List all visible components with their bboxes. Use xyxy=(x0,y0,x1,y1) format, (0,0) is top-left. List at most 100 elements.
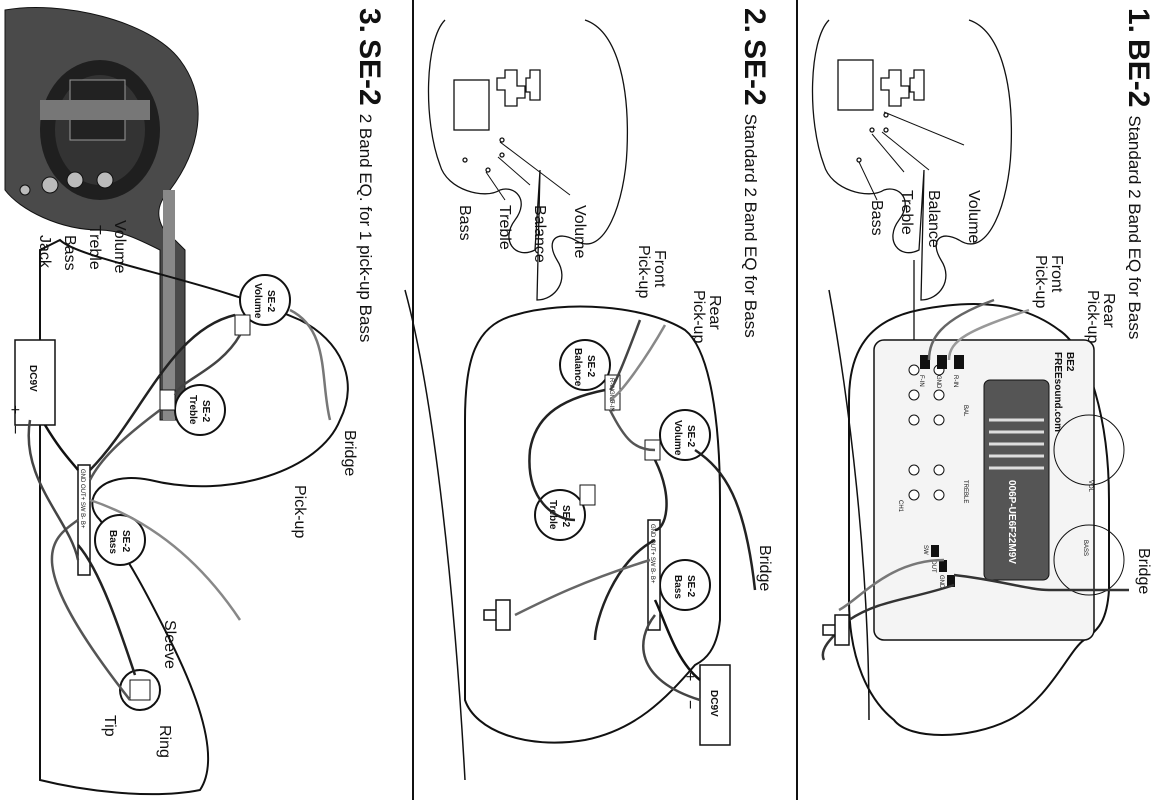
panel3-bridge-label: Bridge xyxy=(341,430,358,476)
panel3-pot-volume-line1: SE-2 xyxy=(265,290,276,313)
panel2-pot-balance-line2: Balance xyxy=(572,348,583,387)
panel2-battery-label: DC9V xyxy=(708,690,719,717)
panel3-pot-treble-line2: Treble xyxy=(187,395,198,425)
panel2-pot-bass-line2: Bass xyxy=(672,575,683,599)
photo-jack-label: Jack xyxy=(36,235,53,269)
panel1-number: 1. xyxy=(1122,8,1155,33)
panel2-battery xyxy=(699,664,731,746)
panel1-model: BE-2 xyxy=(1122,39,1155,107)
panel2-module-pins: GND OUT+ SW B- B+ xyxy=(649,524,655,584)
panel3-pickup-label: Pick-up xyxy=(291,485,308,538)
panel3-pot-bass: SE-2 Bass xyxy=(94,514,146,566)
panel-se2-standard: 2.SE-2Standard 2 Band EQ for Bass Volume… xyxy=(404,8,773,781)
panel2-pot-balance-line1: SE-2 xyxy=(585,355,596,378)
panel1-battery xyxy=(983,379,1050,581)
panel2-pot-treble-line2: Treble xyxy=(547,500,558,530)
panel2-pot-bass-line1: SE-2 xyxy=(685,575,696,598)
photo-volume-label: Volume xyxy=(111,220,128,273)
panel2-pot-volume-line1: SE-2 xyxy=(685,425,696,448)
panel1-rear-pickup-line1: Rear xyxy=(1100,293,1117,328)
panel2-model: SE-2 xyxy=(738,39,771,106)
panel2-bass-label: Bass xyxy=(456,205,473,241)
pad-label-ch1: CH1 xyxy=(897,500,903,513)
panel1-board-name: BE2 xyxy=(1064,352,1075,372)
bass-body-sketch xyxy=(427,19,629,301)
panel3-battery-minus: − xyxy=(6,425,23,434)
panel2-treble-label: Treble xyxy=(496,205,513,250)
panel3-pot-treble: SE-2 Treble xyxy=(159,384,226,436)
panel2-front-pickup-line1: Front xyxy=(651,250,668,288)
panel3-battery xyxy=(14,339,56,426)
pad-label-out: OUT xyxy=(930,560,936,573)
panel2-battery-plus: + xyxy=(681,672,698,681)
panel1-bridge-label: Bridge xyxy=(1135,548,1152,594)
panel3-pot-treble-line1: SE-2 xyxy=(200,400,211,423)
photo-bass-label: Bass xyxy=(61,235,78,271)
panel2-front-pickup-line2: Pick-up xyxy=(635,245,652,298)
pad-label-f-in: F-IN xyxy=(918,375,924,387)
panel2-subtitle: Standard 2 Band EQ for Bass xyxy=(741,114,760,338)
pad-label-gnd2: GND xyxy=(938,575,944,589)
panel3-pot-bass-line1: SE-2 xyxy=(120,530,131,553)
panel2-rear-pickup-line1: Rear xyxy=(706,295,723,330)
photo-treble-label: Treble xyxy=(86,225,103,270)
panel1-jack xyxy=(822,614,850,646)
panel1-battery-label: 006P-UE6F22M9V xyxy=(1006,480,1017,564)
panel1-front-pickup-label: FrontPick-up xyxy=(1032,255,1065,308)
pad-label-bal: BAL xyxy=(962,405,968,417)
panel1-front-pickup-line2: Pick-up xyxy=(1032,255,1049,308)
panel3-jack xyxy=(119,669,161,711)
panel2-front-pickup-label: FrontPick-up xyxy=(635,245,668,298)
panel1-bass-label: Bass xyxy=(868,200,885,236)
panel2-rear-pickup-label: RearPick-up xyxy=(690,290,723,343)
panel2-pot-treble: SE-2 Treble xyxy=(534,484,596,541)
panel2-jack xyxy=(483,599,511,631)
panel3-number: 3. xyxy=(353,8,386,33)
pad-label-bass: BASS xyxy=(1082,540,1088,556)
panel3-battery-label: DC9V xyxy=(27,365,38,392)
svg-text:1.BE-2Standard 2 Band EQ for B: 1.BE-2Standard 2 Band EQ for Bass xyxy=(1122,8,1155,339)
panel2-number: 2. xyxy=(738,8,771,33)
panel3-pot-volume-line2: Volume xyxy=(252,283,263,319)
panel2-pot-balance: SE-2 Balance R-IN GND F-IN xyxy=(559,339,621,412)
bass-photo xyxy=(4,7,199,421)
panel3-pickguard xyxy=(39,238,349,796)
panel2-cavity xyxy=(464,305,721,744)
panel2-pot-bass: SE-2 Bass xyxy=(659,559,711,611)
panel1-front-pickup-line1: Front xyxy=(1048,255,1065,293)
panel3-module-pins: GND OUT+ SW B- B+ xyxy=(79,469,85,529)
panel2-pot-treble-line1: SE-2 xyxy=(560,505,571,528)
pad-label-treble: TREBLE xyxy=(962,480,968,503)
panel2-volume-label: Volume xyxy=(571,205,588,258)
panel2-pot-volume-line2: Volume xyxy=(672,420,683,456)
panel3-pot-bass-line2: Bass xyxy=(107,530,118,554)
panel1-rear-pickup-label: RearPick-up xyxy=(1084,290,1117,343)
pad-label-r-in: R-IN xyxy=(952,375,958,387)
panel1-treble-label: Treble xyxy=(898,190,915,235)
panel-se2-single: 3. SE-2 2 Band EQ. for 1 pick-up Bass Volu… xyxy=(4,7,386,796)
panel1-rear-pickup-line2: Pick-up xyxy=(1084,290,1101,343)
bass-body-sketch xyxy=(811,19,1013,390)
panel2-balance-label: Balance xyxy=(531,205,548,263)
svg-text:3.SE-22 Band EQ. for 1 pick-up: 3. SE-2 2 Band EQ. for 1 pick-up Bass xyxy=(353,8,386,342)
pad-label-gnd: GND xyxy=(935,375,941,389)
panel1-volume-label: Volume xyxy=(965,190,982,243)
panel2-battery-minus: − xyxy=(681,700,698,709)
panel1-cavity xyxy=(848,303,1110,736)
panel1-balance-label: Balance xyxy=(925,190,942,248)
panel3-subtitle: 2 Band EQ. for 1 pick-up Bass xyxy=(356,114,375,343)
panel-be2: 1.BE-2Standard 2 Band EQ for Bass Volume… xyxy=(811,8,1155,736)
balance-pin-r-in: R-IN xyxy=(608,378,614,390)
jack-ring-label: Ring xyxy=(156,725,173,758)
panel1-board-site: FREEsound.com xyxy=(1052,352,1063,432)
jack-tip-label: Tip xyxy=(101,715,118,737)
panel3-battery-plus: + xyxy=(6,405,23,414)
pad-label-vol: VOL xyxy=(1087,480,1093,493)
jack-sleeve-label: Sleeve xyxy=(161,620,178,669)
svg-text:2.SE-2Standard 2 Band EQ for B: 2. SE-2Standard 2 Band EQ for Bass xyxy=(738,8,771,338)
panel3-model: SE-2 xyxy=(353,39,386,106)
balance-pin-f-in: F-IN xyxy=(608,400,614,412)
pad-label-sw: SW xyxy=(922,545,928,555)
panel3-pot-volume: SE-2 Volume xyxy=(234,274,291,336)
